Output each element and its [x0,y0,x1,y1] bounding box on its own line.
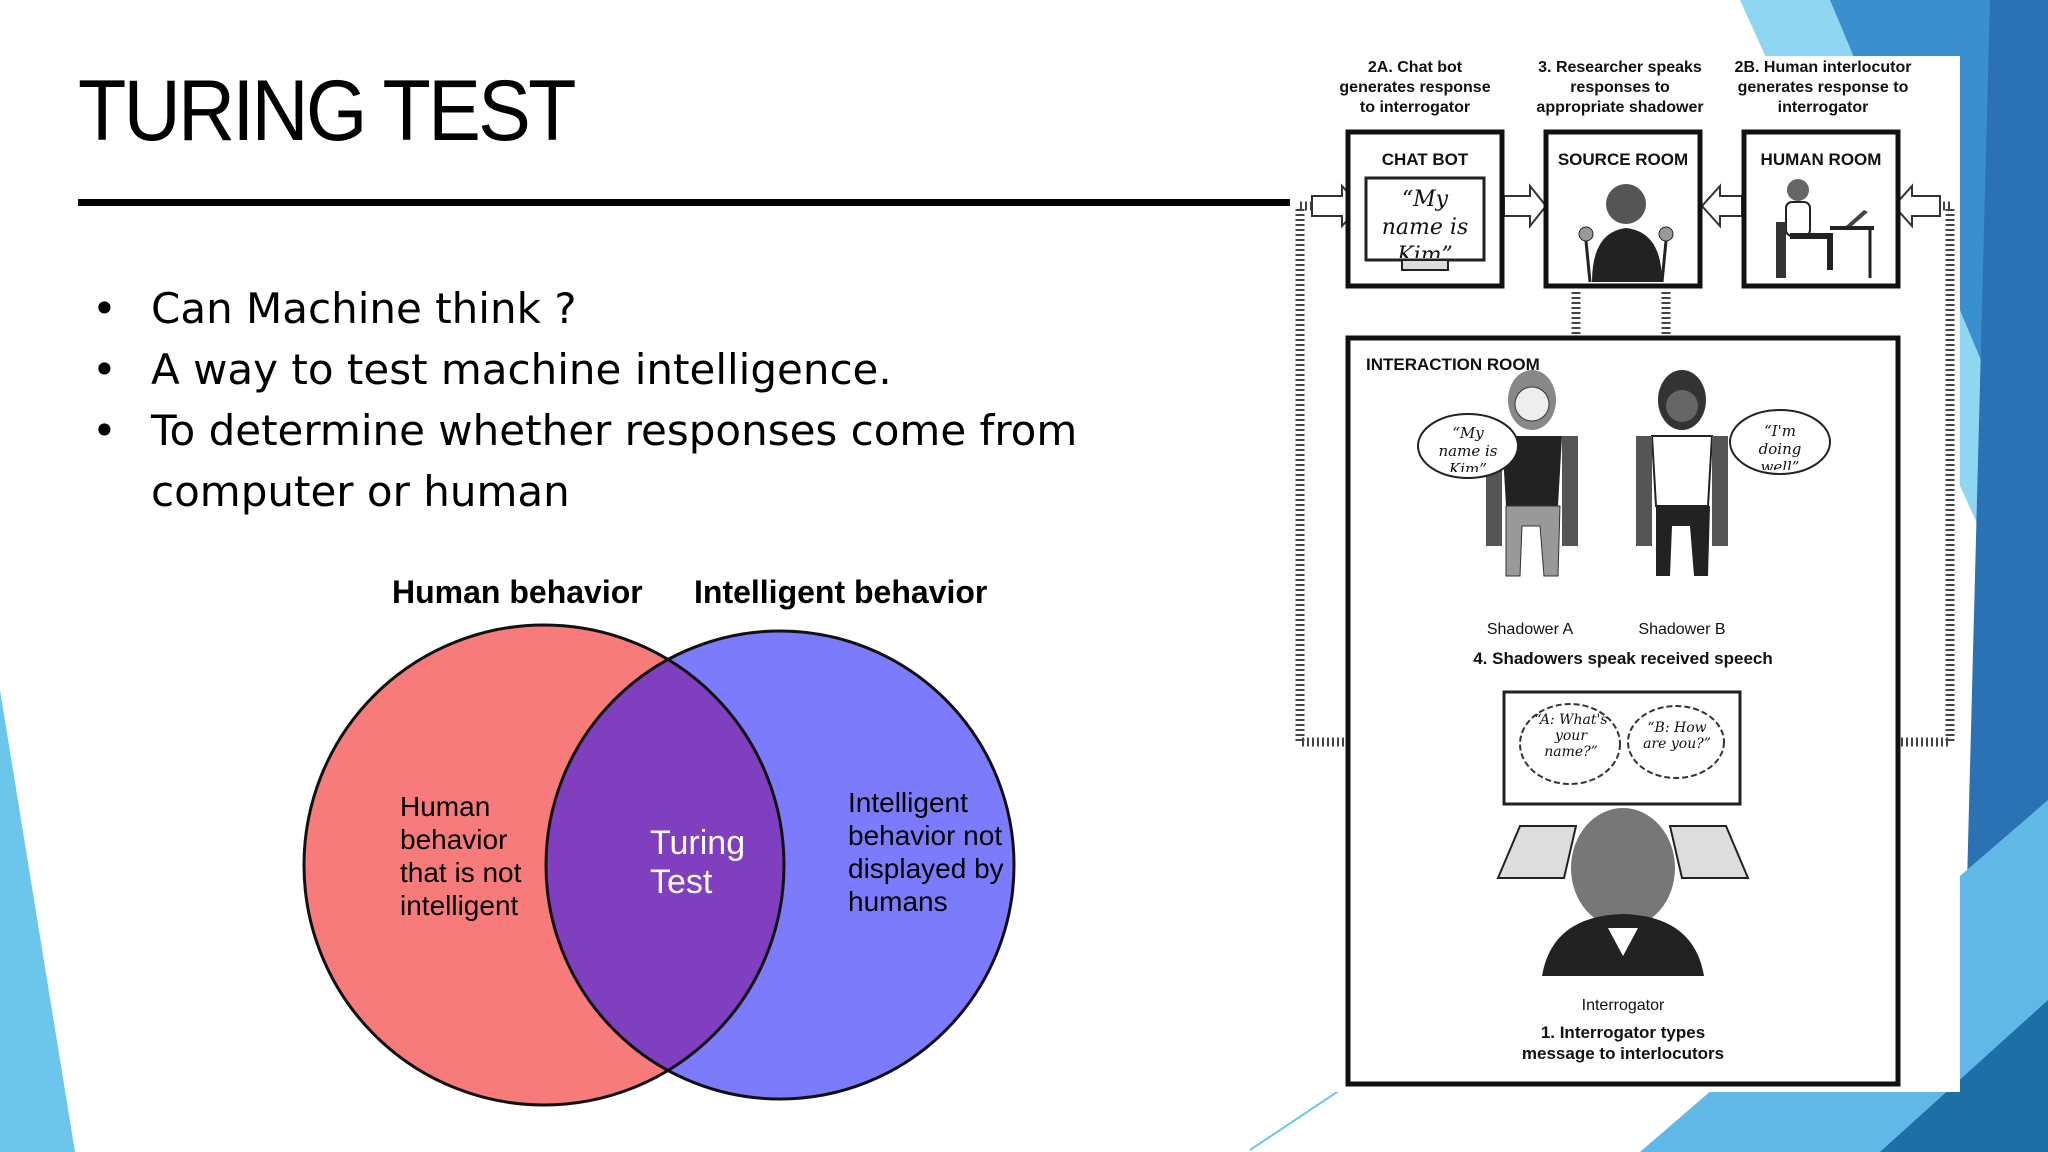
step-2b-caption: 2B. Human interlocutor generates respons… [1734,59,1912,116]
venn-left-title: Human behavior [392,574,643,610]
speech-bubble-b-text: “I'm doing well” [1758,422,1802,470]
venn-right-title: Intelligent behavior [694,574,988,610]
speech-bubble-b [1729,409,1831,475]
chat-bot-screen-text: “My name is Kim” [1381,187,1469,258]
left-accent-shape [0,690,75,1152]
keyboard-icon [1496,825,1750,879]
bullet-text: A way to test machine intelligence. [151,345,892,394]
researcher-icon [1578,184,1674,283]
bullet-list: • Can Machine think ? • A way to test mach… [88,278,1128,522]
interaction-room-label: INTERACTION ROOM [1366,355,1540,374]
venn-overlap [546,631,784,1099]
venn-intersection-label: Turing Test [650,824,746,901]
shadower-b-figure [1636,370,1728,576]
bullet-text: Can Machine think ? [151,284,577,333]
bullet-item: • Can Machine think ? [88,278,1128,339]
interrogator-label: Interrogator [1582,997,1665,1014]
chat-bot-room-label: CHAT BOT [1382,150,1469,169]
venn-left-only-label: Human behavior that is not intelligent [400,791,522,921]
turing-test-setup-diagram: 2A. Chat bot generates response to inter… [1290,56,1960,1092]
human-room [1741,129,1901,289]
step-1-caption: 1. Interrogator types message to interlo… [1521,1023,1725,1063]
interrogator-figure [1542,808,1704,976]
step-4-caption: 4. Shadowers speak received speech [1473,649,1773,668]
bullet-item: • To determine whether responses come fro… [88,400,1128,522]
screen-bubble-b-text: “B: How are you?” [1643,720,1711,752]
step-2a-caption: 2A. Chat bot generates response to inter… [1339,59,1491,116]
cord-lines [1295,201,1955,747]
speech-bubble-a-text: “My name is Kim” [1438,424,1498,472]
screen-bubble-a-text: “A: What's your name?” [1534,712,1608,760]
venn-diagram [302,623,1016,1107]
venn-right-only-label: Intelligent behavior not displayed by hu… [848,787,1004,917]
speech-bubble-a [1417,413,1519,479]
step-3-caption: 3. Researcher speaks responses to approp… [1536,59,1704,116]
shadower-a-label: Shadower A [1487,621,1574,638]
bullet-text: To determine whether responses come from… [151,406,1078,516]
bottom-right-deep-shape [1880,1000,2048,1152]
human-room-label: HUMAN ROOM [1761,150,1882,169]
source-room-label: SOURCE ROOM [1558,150,1688,169]
bullet-dot: • [92,284,117,333]
human-interlocutor-icon [1776,179,1874,278]
bullet-dot: • [92,406,117,455]
slide-title: TURING TEST [78,63,576,159]
title-divider [78,199,1290,206]
bullet-dot: • [92,345,117,394]
shadower-b-label: Shadower B [1638,621,1725,638]
bullet-item: • A way to test machine intelligence. [88,339,1128,400]
decorative-line [1249,1089,1341,1151]
